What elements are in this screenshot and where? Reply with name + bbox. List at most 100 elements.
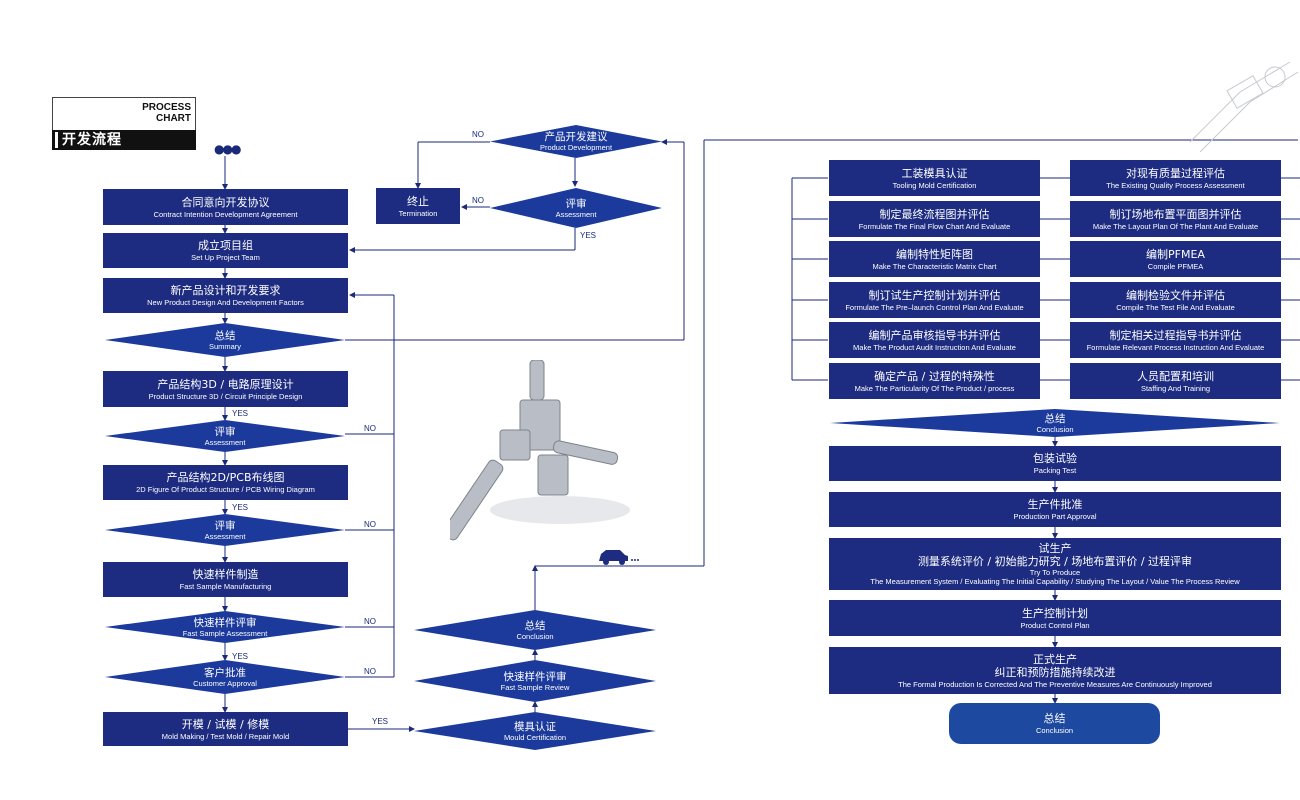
header-bar: 开发流程	[52, 130, 196, 150]
box-formal: 正式生产 纠正和预防措施持续改进 The Formal Production I…	[829, 647, 1281, 694]
box-formal-en: The Formal Production Is Corrected And T…	[898, 679, 1212, 689]
diamond-assess1: 评审 Assessment	[105, 420, 345, 452]
header-bar-accent	[55, 132, 58, 148]
box-right-right-1-en: Make The Layout Plan Of The Plant And Ev…	[1092, 221, 1259, 231]
diamond-right-conclusion-cn: 总结	[1044, 412, 1066, 425]
header-title-cn: 开发流程	[62, 132, 122, 148]
diamond-fast-assess-cn: 快速样件评审	[193, 616, 257, 629]
box-right-right-2-cn: 编制PFMEA	[1146, 247, 1205, 261]
box-trial-cn2: 测量系统评价 / 初始能力研究 / 场地布置评价 / 过程评审	[917, 555, 1193, 568]
diamond-summary-cn: 总结	[214, 329, 236, 342]
dots-icon: ●●●	[214, 142, 241, 156]
diamond-mould-cert-cn: 模具认证	[514, 720, 556, 733]
diamond-assess2-cn: 评审	[214, 519, 236, 532]
diamond-fast-review: 快速样件评审 Fast Sample Review	[414, 660, 656, 702]
box-right-right-3-en: Compile The Test File And Evaluate	[1116, 302, 1235, 312]
box-trial-cn1: 试生产	[1038, 542, 1072, 555]
diamond-customer-shape	[105, 660, 345, 694]
label-no-1: NO	[364, 424, 376, 433]
diamond-mid-conclusion: 总结 Conclusion	[414, 610, 656, 650]
box-structure2d: 产品结构2D/PCB布线图 2D Figure Of Product Struc…	[103, 465, 348, 500]
box-mold: 开模 / 试模 / 修模 Mold Making / Test Mold / R…	[103, 712, 348, 746]
box-control-plan: 生产控制计划 Product Control Plan	[829, 600, 1281, 636]
label-no-3: NO	[364, 617, 376, 626]
steering-column-image	[450, 360, 630, 541]
diamond-dev-suggest-en: Product Development	[539, 143, 613, 152]
background-sketch	[1189, 61, 1299, 153]
box-right-right-4-cn: 制定相关过程指导书并评估	[1109, 328, 1242, 342]
box-right-left-1-cn: 制定最终流程图并评估	[879, 207, 990, 221]
diamond-assess1-shape	[105, 420, 345, 452]
box-mold-en: Mold Making / Test Mold / Repair Mold	[161, 731, 290, 741]
box-right-left-3-en: Formulate The Pre–launch Control Plan An…	[845, 302, 1024, 312]
diamond-assess1-en: Assessment	[204, 437, 246, 447]
box-final-conclusion-en: Conclusion	[1035, 726, 1074, 735]
diamond-assess2-shape	[105, 514, 345, 546]
box-team-cn: 成立项目组	[198, 239, 253, 252]
label-no-mid: NO	[472, 196, 484, 205]
box-mold-cn: 开模 / 试模 / 修模	[181, 717, 270, 731]
box-right-right-5-en: Staffing And Training	[1140, 383, 1211, 393]
box-right-left-5-en: Make The Particularity Of The Product / …	[854, 383, 1015, 393]
diamond-assess2: 评审 Assessment	[105, 514, 345, 546]
label-yes-2: YES	[232, 503, 249, 512]
box-right-left-4-en: Make The Product Audit Instruction And E…	[853, 342, 1016, 352]
box-fast-sample-en: Fast Sample Manufacturing	[179, 582, 272, 591]
diamond-fast-assess: 快速样件评审 Fast Sample Assessment	[105, 611, 345, 643]
diamond-mid-assess-cn: 评审	[565, 197, 587, 210]
box-contract: 合同意向开发协议 Contract Intention Development …	[103, 189, 348, 225]
diamond-fast-review-cn: 快速样件评审	[503, 670, 567, 683]
box-right-left-3-cn: 制订试生产控制计划并评估	[868, 288, 1001, 302]
diamond-mid-assess-en: Assessment	[555, 209, 597, 219]
diamond-dev-suggest-cn: 产品开发建议	[544, 131, 608, 143]
diamond-mould-cert-en: Mould Certification	[503, 732, 567, 742]
car-icon	[599, 550, 639, 565]
box-right-right-4-en: Formulate Relevant Process Instruction A…	[1086, 342, 1265, 352]
box-right-left-0-cn: 工装模具认证	[901, 166, 968, 180]
box-packing: 包装试验 Packing Test	[829, 446, 1281, 481]
diamond-summary-en: Summary	[208, 341, 242, 351]
box-ppap-cn: 生产件批准	[1027, 498, 1083, 511]
diamond-customer-en: Customer Approval	[193, 678, 257, 688]
box-design-en: New Product Design And Development Facto…	[147, 298, 304, 307]
diamond-mid-conclusion-shape	[414, 610, 656, 650]
box-right-left-5-cn: 确定产品 / 过程的特殊性	[874, 369, 995, 383]
diamond-summary: 总结 Summary	[105, 323, 345, 357]
box-right-right-0-en: The Existing Quality Process Assessment	[1106, 180, 1245, 190]
diamond-fast-review-shape	[414, 660, 656, 702]
diamond-dev-suggest: 产品开发建议 Product Development	[490, 125, 662, 158]
box-packing-en: Packing Test	[1033, 466, 1077, 475]
chart-header: PROCESS CHART 开发流程	[52, 97, 196, 152]
box-right-left-2-cn: 编制特性矩阵图	[896, 247, 973, 261]
box-control-plan-en: Product Control Plan	[1020, 620, 1090, 630]
diamond-customer: 客户批准 Customer Approval	[105, 660, 345, 694]
diamond-mid-assess-shape	[490, 188, 662, 228]
label-no-4: NO	[364, 667, 376, 676]
box-team: 成立项目组 Set Up Project Team	[103, 233, 348, 268]
box-right-left-2-en: Make The Characteristic Matrix Chart	[872, 261, 997, 271]
box-right-right-0-cn: 对现有质量过程评估	[1126, 166, 1225, 180]
label-yes-1: YES	[232, 409, 249, 418]
label-yes-4: YES	[372, 717, 389, 726]
box-contract-cn: 合同意向开发协议	[181, 195, 270, 209]
box-design: 新产品设计和开发要求 New Product Design And Develo…	[103, 278, 348, 313]
label-no-2: NO	[364, 520, 376, 529]
box-trial-en2: The Measurement System / Evaluating The …	[870, 577, 1240, 586]
diamond-fast-assess-en: Fast Sample Assessment	[182, 628, 268, 638]
box-contract-en: Contract Intention Development Agreement	[153, 209, 298, 219]
diamond-mould-cert-shape	[414, 712, 656, 750]
diamond-right-conclusion-en: Conclusion	[1036, 424, 1074, 434]
box-termination-cn: 终止	[407, 194, 429, 208]
diamond-right-conclusion: 总结 Conclusion	[830, 409, 1280, 437]
